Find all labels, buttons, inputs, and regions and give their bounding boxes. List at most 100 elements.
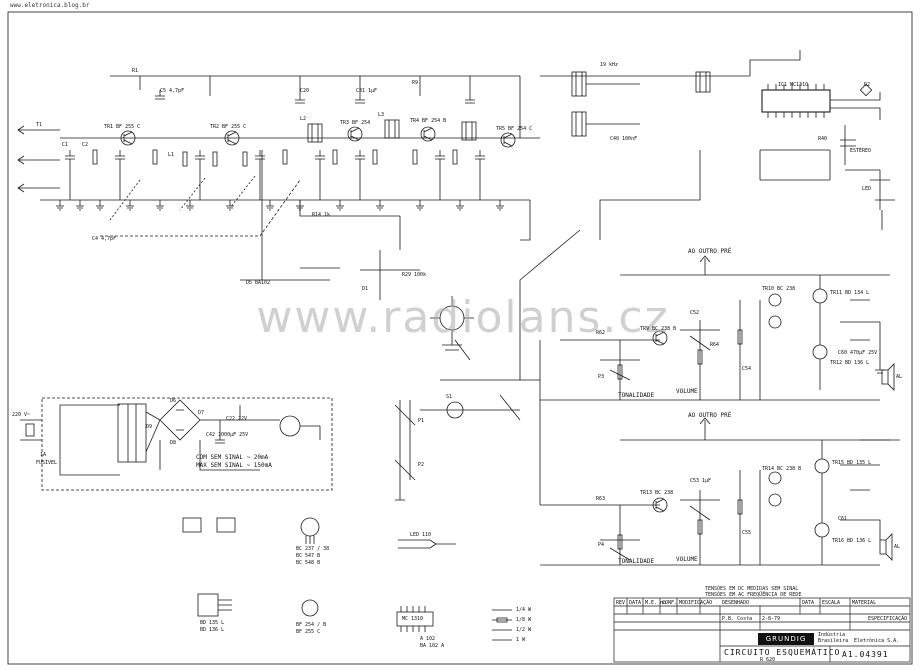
label-r1: R1 [132, 68, 139, 74]
label-ic1: IC1 MC1310 [778, 82, 809, 88]
tb-drawing-number: A1.04391 [842, 650, 889, 659]
label-mains: 220 V~ [12, 412, 31, 418]
tb-company-3: Eletrônica S.A. [854, 638, 900, 644]
tb-col-escala: ESCALA [822, 600, 841, 606]
label-pinout-2: BF 254 / B [296, 622, 327, 628]
tb-header-data: DATA [629, 600, 642, 606]
label-c53: C53 1µF [690, 478, 712, 484]
pinout-details [182, 517, 512, 641]
label-pinout-4: MC 1310 [402, 616, 424, 622]
label-switch: S1 [446, 394, 453, 400]
note-2: TENSÕES EM AC FREQÜÊNCIA DE REDE [705, 592, 802, 598]
label-pinout-6b: BA 102 A [420, 643, 445, 649]
label-al-1: AL [896, 374, 903, 380]
label-tr9: TR9 BC 238 B [640, 326, 677, 332]
label-d6: D6 [170, 398, 177, 404]
label-volume-1: VOLUME [676, 388, 698, 395]
label-c40: C40 100nF [610, 136, 638, 142]
label-consumo-2: MAX SEM SINAL ~ 150mA [196, 462, 272, 469]
label-d7: D7 [198, 410, 205, 416]
label-tonalidade-1: TONALIDADE [618, 392, 655, 399]
label-tonalidade-2: TONALIDADE [618, 558, 655, 565]
label-p2: P2 [418, 462, 425, 468]
label-p3: P3 [598, 374, 605, 380]
label-tr5: TR5 BF 254 C [496, 126, 533, 132]
label-tr14: TR14 BC 238 B [762, 466, 802, 472]
label-pinout-5: LED 110 [410, 532, 432, 538]
label-consumo-1: COM SEM SINAL ~ 20mA [196, 454, 269, 461]
label-p1: P1 [418, 418, 425, 424]
label-fuse: FUSÍVEL [36, 460, 58, 466]
label-tr15: TR15 BD 135 L [832, 460, 872, 466]
label-c4: C4 4,7pF [92, 236, 117, 242]
label-led: LED [862, 186, 872, 192]
label-pinout-1b: BC 547 B [296, 553, 321, 559]
tb-header-me: M.E. no [645, 600, 667, 606]
label-d5: D5 BA102 [246, 280, 271, 286]
input-selector [394, 229, 581, 505]
label-pinout-1c: BC 548 B [296, 560, 321, 566]
tb-company-2: Brasileira [818, 638, 849, 644]
grundig-logo: GRUNDIG [758, 633, 814, 645]
tb-header-rev: REV [616, 600, 626, 606]
label-d8: D8 [170, 440, 177, 446]
tb-col-data: DATA [802, 600, 815, 606]
tb-col-especif: ESPECIFICAÇÃO [868, 616, 908, 622]
label-pinout-3: BD 135 L [200, 620, 225, 626]
power-supply [20, 397, 333, 491]
label-c2: C2 [82, 142, 89, 148]
label-d1: D1 [362, 286, 369, 292]
label-tr13: TR13 BC 238 [640, 490, 674, 496]
label-p4: P4 [598, 542, 605, 548]
label-ao-outro-pre-2: AO OUTRO PRÉ [688, 412, 732, 419]
tuner-section [17, 75, 530, 237]
tb-drawn-by: P.B. Costa [722, 616, 753, 622]
label-r14: R14 1k [312, 212, 331, 218]
label-tr11: TR11 BD 134 L [830, 290, 870, 296]
tb-company-1: Indústria [818, 632, 846, 638]
label-r63: R63 [596, 496, 606, 502]
label-c55: C55 [742, 530, 752, 536]
label-c61: C61 [838, 516, 848, 522]
label-pinout-3b: BD 136 L [200, 627, 225, 633]
label-c52: C52 [690, 310, 700, 316]
label-al-2: AL [894, 544, 901, 550]
label-ao-outro-pre-1: AO OUTRO PRÉ [688, 248, 732, 255]
label-r62: R62 [596, 330, 606, 336]
tb-date: 2-8-79 [762, 616, 781, 622]
label-volume-2: VOLUME [676, 556, 698, 563]
label-c22: C22 22V [226, 416, 248, 422]
label-r64: R64 [710, 342, 720, 348]
amplifier-channel-1 [540, 255, 895, 401]
label-legend-2: 1/8 W [516, 617, 532, 623]
tb-title: CIRCUITO ESQUEMÁTICO [724, 648, 841, 657]
label-t1: T1 [36, 122, 43, 128]
label-c60: C60 470µF 25V [838, 350, 878, 356]
label-legend-4: 1 W [516, 637, 526, 643]
tb-header-modificacao: MODIFICAÇÃO [679, 600, 713, 606]
label-c1: C1 [62, 142, 69, 148]
label-c54: C54 [742, 366, 752, 372]
label-l3: L3 [378, 112, 385, 118]
label-c42: C42 1000µF 25V [206, 432, 249, 438]
label-d9: D9 [146, 424, 153, 430]
label-xtal: 19 kHz [600, 62, 619, 68]
label-tr3: TR3 BF 254 [340, 120, 371, 126]
label-pinout-6a: A 102 [420, 636, 436, 642]
label-c5: C5 4,7pF [160, 88, 185, 94]
decoder-section [519, 50, 895, 240]
label-tr2: TR2 BF 255 C [210, 124, 247, 130]
label-r29: R29 100k [402, 272, 427, 278]
label-tr10: TR10 BC 238 [762, 286, 796, 292]
label-c31: C31 1µF [356, 88, 378, 94]
label-l2: L2 [300, 116, 307, 122]
label-pinout-2b: BF 255 C [296, 629, 321, 635]
afc-section [240, 150, 531, 361]
label-tr4: TR4 BF 254 B [410, 118, 447, 124]
label-c20: C20 [300, 88, 310, 94]
label-r40: R40 [818, 136, 828, 142]
label-tr16: TR16 BD 136 L [832, 538, 872, 544]
label-d2: D2 [864, 82, 871, 88]
